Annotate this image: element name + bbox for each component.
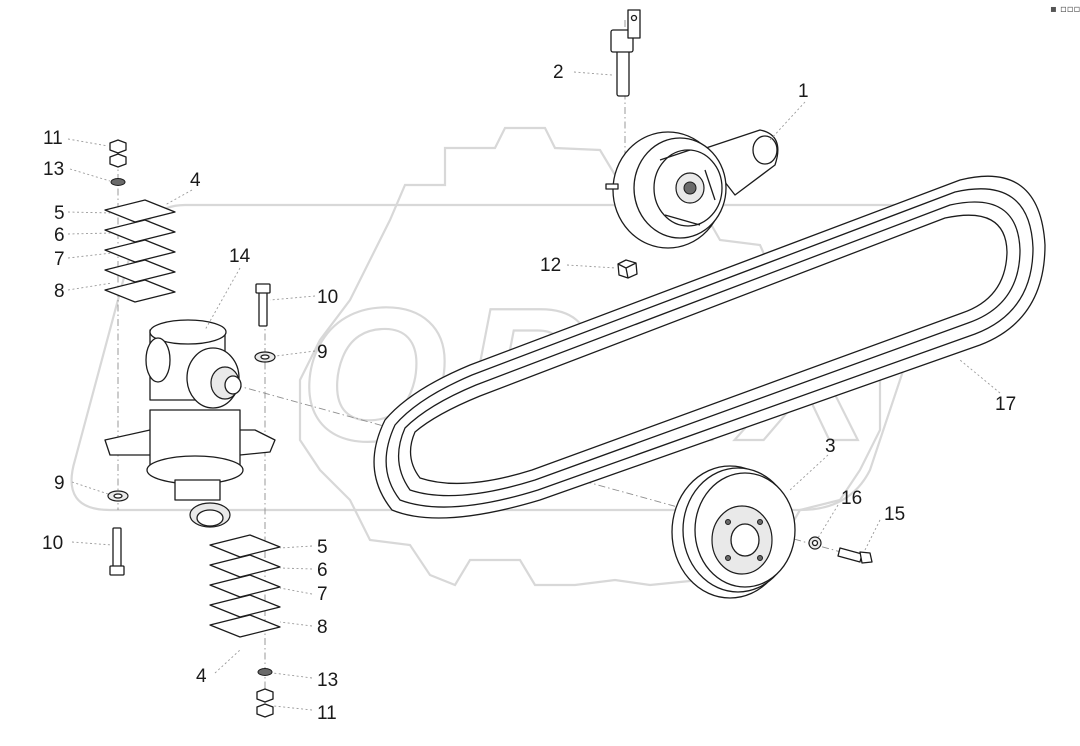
callout-5-lower: 5 (317, 537, 328, 558)
callout-11-upper: 11 (43, 128, 63, 149)
upper-bolt (255, 283, 271, 327)
callout-16: 16 (841, 488, 862, 509)
gearbox (104, 319, 276, 528)
callout-3: 3 (825, 436, 836, 457)
callout-13-upper: 13 (43, 159, 64, 180)
callout-4-lower: 4 (196, 666, 207, 687)
callout-12: 12 (540, 255, 561, 276)
callout-7-lower: 7 (317, 584, 328, 605)
callout-10-lower: 10 (42, 533, 63, 554)
lower-bolt (109, 527, 125, 576)
corner-mark: ▪ ▫▫▫ (1050, 4, 1080, 15)
lower-shim-stack (209, 534, 281, 638)
idler-pulley (605, 129, 779, 249)
upper-lock-washer (110, 178, 126, 186)
upper-washer (254, 351, 276, 363)
callout-17: 17 (995, 394, 1016, 415)
callout-14: 14 (229, 246, 251, 267)
callout-6-upper: 6 (54, 225, 65, 246)
callout-1: 1 (798, 81, 809, 102)
callout-13-lower: 13 (317, 670, 338, 691)
callout-11-lower: 11 (317, 703, 337, 724)
callout-2: 2 (553, 62, 564, 83)
nut-12 (617, 259, 638, 279)
leader-lines (67, 71, 1001, 711)
upper-shim-stack (104, 199, 176, 303)
drive-pulley (671, 465, 796, 599)
callout-8-lower: 8 (317, 617, 328, 638)
callout-7-upper: 7 (54, 249, 65, 270)
pulley-washer (808, 536, 822, 550)
tension-bolt (610, 9, 641, 97)
v-belt (373, 175, 1046, 519)
callout-labels: 1 2 3 4 4 5 5 6 6 7 7 8 8 9 9 10 10 11 1… (42, 62, 1016, 724)
lower-lock-washer (257, 668, 273, 676)
lower-washer (107, 490, 129, 502)
callout-6-lower: 6 (317, 560, 328, 581)
lower-nut (256, 688, 274, 718)
callout-8-upper: 8 (54, 281, 65, 302)
callout-5-upper: 5 (54, 203, 65, 224)
upper-nut (109, 139, 127, 168)
callout-4-upper: 4 (190, 170, 201, 191)
callout-9-upper: 9 (317, 342, 328, 363)
callout-15: 15 (884, 504, 905, 525)
pulley-bolt (837, 547, 873, 564)
callout-10-upper: 10 (317, 287, 338, 308)
callout-9-lower: 9 (54, 473, 65, 494)
